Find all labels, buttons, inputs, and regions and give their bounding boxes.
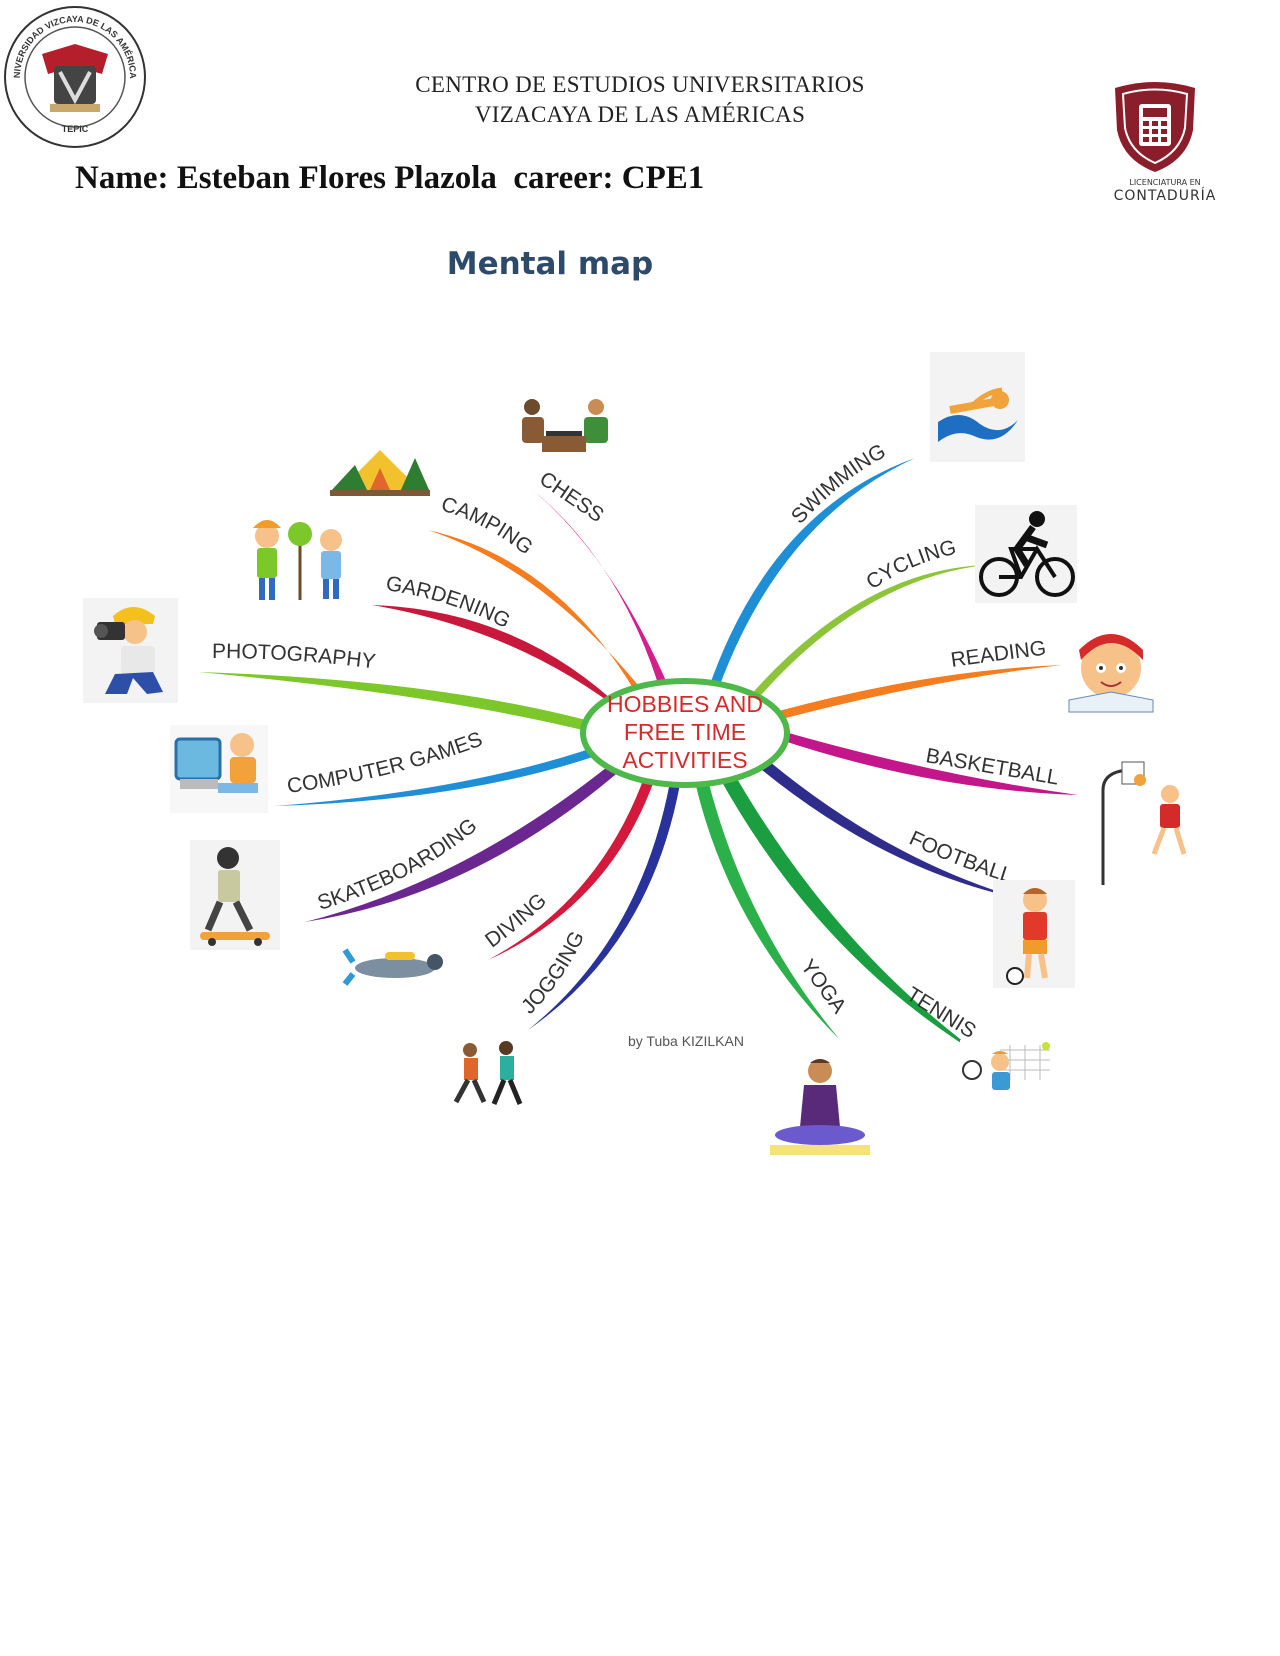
meditation-icon bbox=[770, 1059, 870, 1155]
center-line3: ACTIVITIES bbox=[622, 747, 747, 773]
tent-icon bbox=[330, 450, 430, 496]
tennis-icon bbox=[960, 1040, 1055, 1110]
page-title: Mental map bbox=[446, 246, 654, 282]
logo-line2: CONTADURÍA bbox=[1113, 188, 1217, 204]
credit-text: by Tuba KIZILKAN bbox=[628, 1033, 744, 1049]
runners-icon bbox=[453, 1041, 523, 1105]
svg-text:SWIMMING: SWIMMING bbox=[787, 440, 890, 529]
logo-line1: LICENCIATURA EN bbox=[1129, 178, 1201, 187]
svg-text:GARDENING: GARDENING bbox=[384, 572, 513, 633]
branch-chess bbox=[528, 486, 670, 690]
svg-text:YOGA: YOGA bbox=[796, 955, 851, 1017]
branch-jogging bbox=[528, 782, 680, 1030]
svg-text:TENNIS: TENNIS bbox=[902, 983, 980, 1043]
label-swimming: SWIMMING bbox=[787, 440, 890, 529]
center-line2: FREE TIME bbox=[624, 719, 746, 745]
label-skateboarding: SKATEBOARDING bbox=[315, 814, 482, 915]
label-chess: CHESS bbox=[535, 467, 608, 527]
institution-name-line1: CENTRO DE ESTUDIOS UNIVERSITARIOS bbox=[415, 72, 865, 97]
svg-text:DIVING: DIVING bbox=[481, 889, 551, 952]
branch-camping bbox=[428, 530, 650, 700]
label-tennis: TENNIS bbox=[902, 983, 980, 1043]
bicycle-icon bbox=[975, 505, 1077, 603]
skateboard-icon bbox=[190, 840, 280, 950]
basketball-icon bbox=[1101, 761, 1187, 885]
gardening-kids-icon bbox=[253, 520, 342, 600]
calculator-shield-icon bbox=[1115, 82, 1195, 172]
diver-icon bbox=[342, 948, 443, 986]
label-yoga: YOGA bbox=[796, 955, 851, 1017]
center-node: HOBBIES AND FREE TIME ACTIVITIES bbox=[580, 678, 790, 788]
swimmer-icon bbox=[930, 352, 1025, 462]
center-line1: HOBBIES AND bbox=[607, 691, 763, 717]
label-jogging: JOGGING bbox=[517, 928, 589, 1019]
university-seal-logo: UNIVERSIDAD VIZCAYA DE LAS AMÉRICAS TEPI… bbox=[0, 0, 148, 150]
book-reader-icon bbox=[1068, 634, 1154, 713]
camera-icon bbox=[83, 598, 178, 703]
label-gardening: GARDENING bbox=[384, 572, 513, 633]
label-diving: DIVING bbox=[481, 889, 551, 952]
branch-tennis bbox=[718, 770, 988, 1060]
branch-yoga bbox=[695, 780, 840, 1040]
contaduria-logo bbox=[1105, 80, 1205, 175]
seal-bottom-text: TEPIC bbox=[62, 124, 89, 134]
svg-text:PHOTOGRAPHY: PHOTOGRAPHY bbox=[212, 640, 377, 674]
svg-text:CAMPING: CAMPING bbox=[439, 493, 538, 560]
label-photography: PHOTOGRAPHY bbox=[212, 640, 377, 674]
label-cycling: CYCLING bbox=[862, 536, 958, 594]
computer-icon bbox=[170, 725, 268, 813]
chess-players-icon bbox=[512, 395, 612, 460]
branch-diving bbox=[488, 775, 655, 960]
svg-text:SKATEBOARDING: SKATEBOARDING bbox=[315, 814, 482, 915]
football-icon bbox=[993, 880, 1075, 988]
institution-name-line2: VIZACAYA DE LAS AMÉRICAS bbox=[474, 102, 806, 127]
label-camping: CAMPING bbox=[439, 493, 538, 560]
svg-text:JOGGING: JOGGING bbox=[517, 928, 589, 1019]
student-name-line: Name: Esteban Flores Plazola career: CPE… bbox=[75, 160, 705, 196]
svg-text:CYCLING: CYCLING bbox=[862, 536, 958, 594]
branch-reading bbox=[775, 665, 1062, 720]
university-seal-icon: UNIVERSIDAD VIZCAYA DE LAS AMÉRICAS TEPI… bbox=[0, 0, 146, 148]
svg-text:CHESS: CHESS bbox=[535, 467, 608, 527]
